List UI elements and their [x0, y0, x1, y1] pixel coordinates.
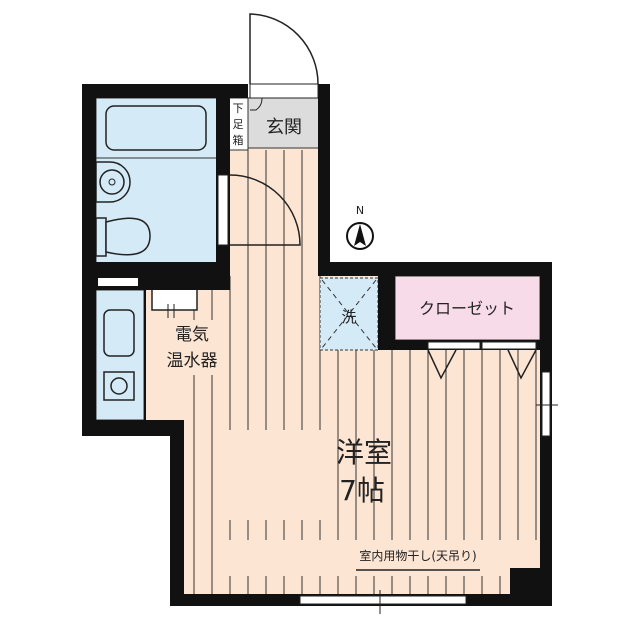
bathroom-door-frame [217, 174, 229, 246]
drain-icon [103, 371, 135, 401]
closet-door-left[interactable] [427, 341, 481, 350]
western-room-size: 7帖 [339, 474, 385, 507]
sink-icon [95, 161, 131, 203]
water-heater-label-2: 温水器 [167, 351, 218, 371]
balcony-window[interactable] [299, 595, 467, 605]
shoe-box-door [250, 97, 263, 111]
closet-label: クローゼット [419, 299, 515, 318]
entrance-label: 玄関 [266, 117, 302, 138]
closet-door-right[interactable] [481, 341, 537, 350]
drying-rack-label: 室内用物干し(天吊り) [359, 548, 476, 563]
toilet-icon [95, 217, 151, 257]
washer-label: 洗 [341, 308, 356, 326]
entrance-door[interactable] [249, 13, 319, 85]
bathroom-door[interactable] [229, 174, 301, 246]
water-heater-label-1: 電気 [175, 325, 209, 345]
bathtub [105, 105, 207, 151]
shoe-box-label-1: 下 [233, 102, 244, 115]
closet [394, 275, 541, 341]
entrance-opening [249, 83, 319, 99]
shoe-box-label-3: 箱 [233, 133, 244, 147]
washer-cross [321, 279, 377, 349]
small-window [98, 278, 138, 286]
western-room-label: 洋室 [336, 436, 392, 469]
compass-label: N [356, 204, 364, 217]
north-arrow-icon: N [346, 204, 374, 250]
side-window[interactable] [541, 371, 551, 437]
shoe-box-label-2: 足 [233, 118, 244, 131]
washbasin-icon [103, 309, 135, 357]
